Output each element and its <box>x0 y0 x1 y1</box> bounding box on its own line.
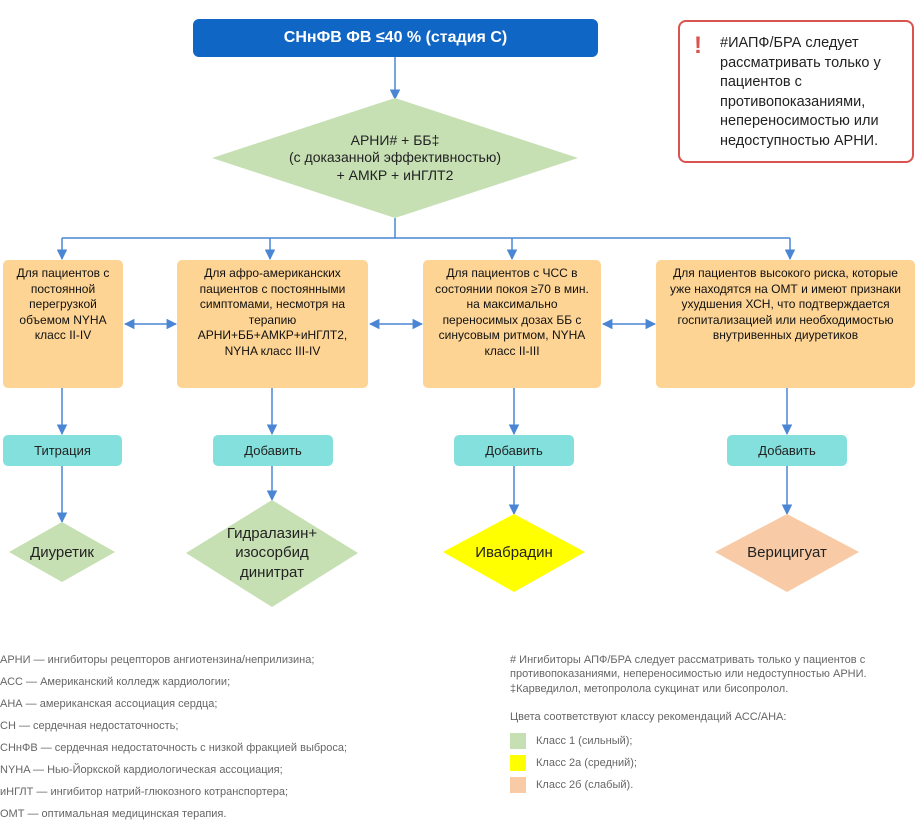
abbreviation-item: АНА — американская ассоциация сердца; <box>0 698 218 710</box>
abbreviations-list: АРНИ — ингибиторы рецепторов ангиотензин… <box>0 649 500 825</box>
abbreviation-item: СН — сердечная недостаточность; <box>0 720 179 732</box>
top-diamond-line3: + АМКР + иНГЛТ2 <box>336 166 454 183</box>
condition-box-1: Для пациентов с постоянной перегрузкой о… <box>3 260 123 388</box>
condition-box-4: Для пациентов высокого риска, которые уж… <box>656 260 915 388</box>
top-diamond-line2: (с доказанной эффективностью) <box>288 149 502 166</box>
condition-box-3: Для пациентов с ЧСС в состоянии покоя ≥7… <box>423 260 601 388</box>
page-title: СНнФВ ФВ ≤40 % (стадия С) <box>193 19 598 57</box>
action-box-3: Добавить <box>454 435 574 466</box>
top-diamond-text: АРНИ# + ББ‡ (с доказанной эффективностью… <box>240 125 550 191</box>
result-diamond-1 <box>9 522 115 582</box>
swatch-class2a <box>510 755 526 771</box>
abbreviation-item: ОМТ — оптимальная медицинская терапия. <box>0 808 227 820</box>
legend-row-class2a: Класс 2а (средний); <box>510 755 637 771</box>
result-label-1: Диуретик <box>30 543 94 561</box>
condition-box-2: Для афро-американских пациентов с постоя… <box>177 260 368 388</box>
top-diamond-shape <box>212 98 578 218</box>
action-box-4: Добавить <box>727 435 847 466</box>
top-diamond-line1: АРНИ# + ББ‡ <box>350 131 440 148</box>
legend-row-class1: Класс 1 (сильный); <box>510 733 632 749</box>
swatch-class1 <box>510 733 526 749</box>
result-diamond-2 <box>186 500 358 607</box>
abbreviation-item: АСС — Американский колледж кардиологии; <box>0 676 231 688</box>
note-text: #ИАПФ/БРА следует рассматривать только у… <box>720 35 881 149</box>
legend-label-class1: Класс 1 (сильный); <box>536 735 633 747</box>
action-box-1: Титрация <box>3 435 122 466</box>
result-diamond-3 <box>443 514 585 592</box>
footnote: # Ингибиторы АПФ/БРА следует рассматрива… <box>510 654 867 695</box>
abbreviation-item: СНнФВ — сердечная недостаточность с низк… <box>0 742 348 754</box>
result-label-3: Ивабрадин <box>475 543 553 561</box>
legend-row-class2b: Класс 2б (слабый). <box>510 777 633 793</box>
action-box-2: Добавить <box>213 435 333 466</box>
result-label-4: Верицигуат <box>747 543 827 561</box>
abbreviation-item: АРНИ — ингибиторы рецепторов ангиотензин… <box>0 654 315 666</box>
result-label-2: Гидралазин+ изосорбид динитрат <box>226 524 318 581</box>
legend-label-class2b: Класс 2б (слабый). <box>536 779 634 791</box>
abbreviation-item: иНГЛТ — ингибитор натрий-глюкозного котр… <box>0 786 289 798</box>
colors-legend-title: Цвета соответствуют классу рекомендаций … <box>510 711 787 723</box>
legend-label-class2a: Класс 2а (средний); <box>536 757 637 769</box>
swatch-class2b <box>510 777 526 793</box>
abbreviation-item: NYHA — Нью-Йоркской кардиологическая асс… <box>0 764 283 776</box>
exclamation-icon: ! <box>694 32 702 59</box>
result-diamond-4 <box>715 514 859 592</box>
note-box: ! #ИАПФ/БРА следует рассматривать только… <box>678 20 914 163</box>
